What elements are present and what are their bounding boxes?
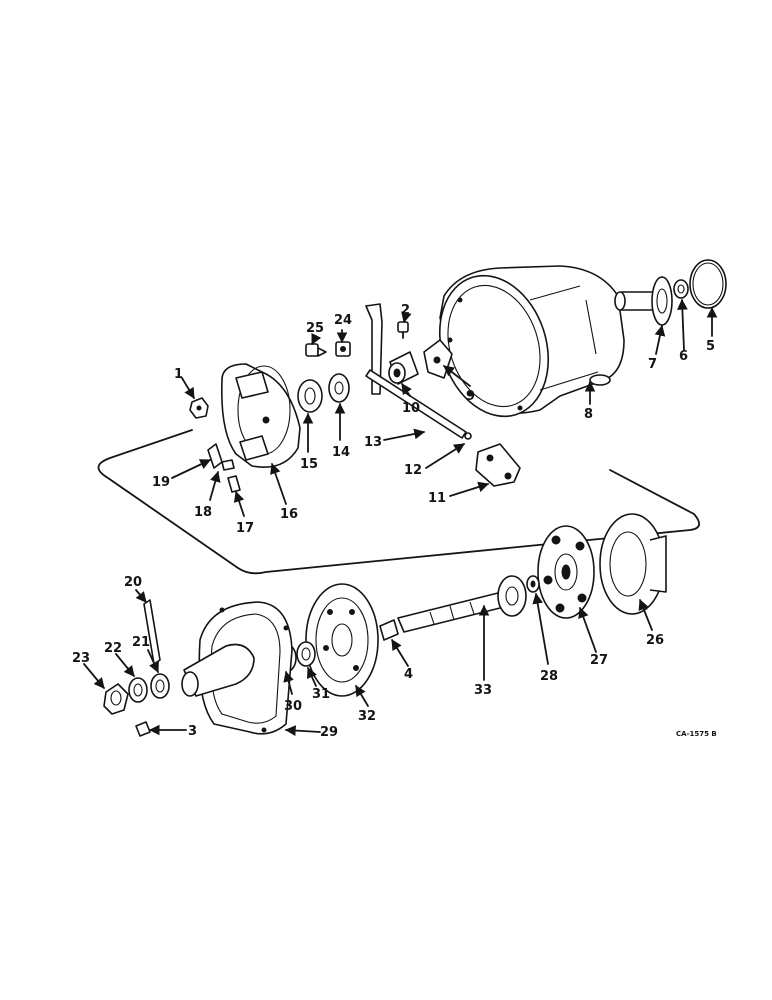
callout-12: 12: [404, 463, 422, 478]
part-3-fitting: [135, 721, 151, 737]
callout-5: 5: [706, 339, 715, 354]
part-10-bearing-carrier: [388, 351, 419, 385]
callout-26: 26: [646, 633, 664, 648]
part-20-link: [143, 599, 161, 665]
callout-3: 3: [188, 724, 197, 739]
callout-15: 15: [300, 457, 318, 472]
part-31-seal: [296, 641, 316, 667]
callout-2: 2: [401, 303, 410, 318]
part-32-cover-plate: [305, 583, 379, 697]
part-6-washer: [673, 279, 689, 299]
part-release-rod: [365, 303, 383, 395]
callout-28: 28: [540, 669, 558, 684]
callout-13: 13: [364, 435, 382, 450]
callout-24: 24: [334, 313, 352, 328]
part-19-lever: [207, 443, 223, 469]
callout-8: 8: [584, 407, 593, 422]
part-33-shaft: [397, 575, 527, 633]
callout-10: 10: [402, 401, 420, 416]
part-11-release-fork: [475, 443, 521, 487]
part-8-clutch-housing: [438, 265, 625, 418]
part-18-pin: [221, 459, 235, 471]
part-16-pressure-plate: [220, 363, 301, 468]
part-28-washer: [526, 575, 540, 593]
callout-14: 14: [332, 445, 350, 460]
callout-4: 4: [404, 667, 413, 682]
callout-9: 9: [466, 389, 475, 404]
part-24-fitting: [335, 341, 351, 357]
callout-33: 33: [474, 683, 492, 698]
callout-29: 29: [320, 725, 338, 740]
callout-labels: 1 2 3 4 5 6 7 8 9 10 11 12 13 14 15 16 1…: [72, 303, 715, 740]
part-7-quill-sleeve: [614, 276, 673, 326]
callout-30: 30: [284, 699, 302, 714]
part-26-flywheel: [599, 513, 667, 615]
callout-22: 22: [104, 641, 122, 656]
part-29-gasket: [181, 601, 293, 735]
callout-25: 25: [306, 321, 324, 336]
callout-6: 6: [679, 349, 688, 364]
callout-27: 27: [590, 653, 608, 668]
part-2-fitting: [397, 321, 409, 339]
callout-16: 16: [280, 507, 298, 522]
part-4-coupler: [379, 619, 399, 641]
callout-1: 1: [174, 367, 183, 382]
part-21-seal: [150, 673, 170, 699]
part-27-clutch-disc: [537, 525, 595, 619]
part-14-retainer: [328, 373, 350, 403]
callout-19: 19: [152, 475, 170, 490]
callout-31: 31: [312, 687, 330, 702]
part-23-bearing-housing: [103, 683, 129, 715]
part-1-nut: [189, 397, 209, 419]
part-15-bearing-ring: [297, 379, 323, 413]
callout-7: 7: [648, 357, 657, 372]
callout-21: 21: [132, 635, 150, 650]
drawing-code: CA-1575 B: [676, 730, 717, 738]
part-17-spring: [227, 475, 241, 493]
callout-18: 18: [194, 505, 212, 520]
callout-17: 17: [236, 521, 254, 536]
assembly-group-outline: [97, 429, 700, 575]
part-22-bushing: [128, 677, 148, 703]
part-5-o-ring: [689, 259, 727, 309]
part-25-fitting: [305, 343, 327, 357]
leader-lines: [83, 298, 718, 736]
callout-23: 23: [72, 651, 90, 666]
part-13-cross-shaft: [365, 369, 472, 440]
callout-20: 20: [124, 575, 142, 590]
callout-11: 11: [428, 491, 446, 506]
callout-32: 32: [358, 709, 376, 724]
